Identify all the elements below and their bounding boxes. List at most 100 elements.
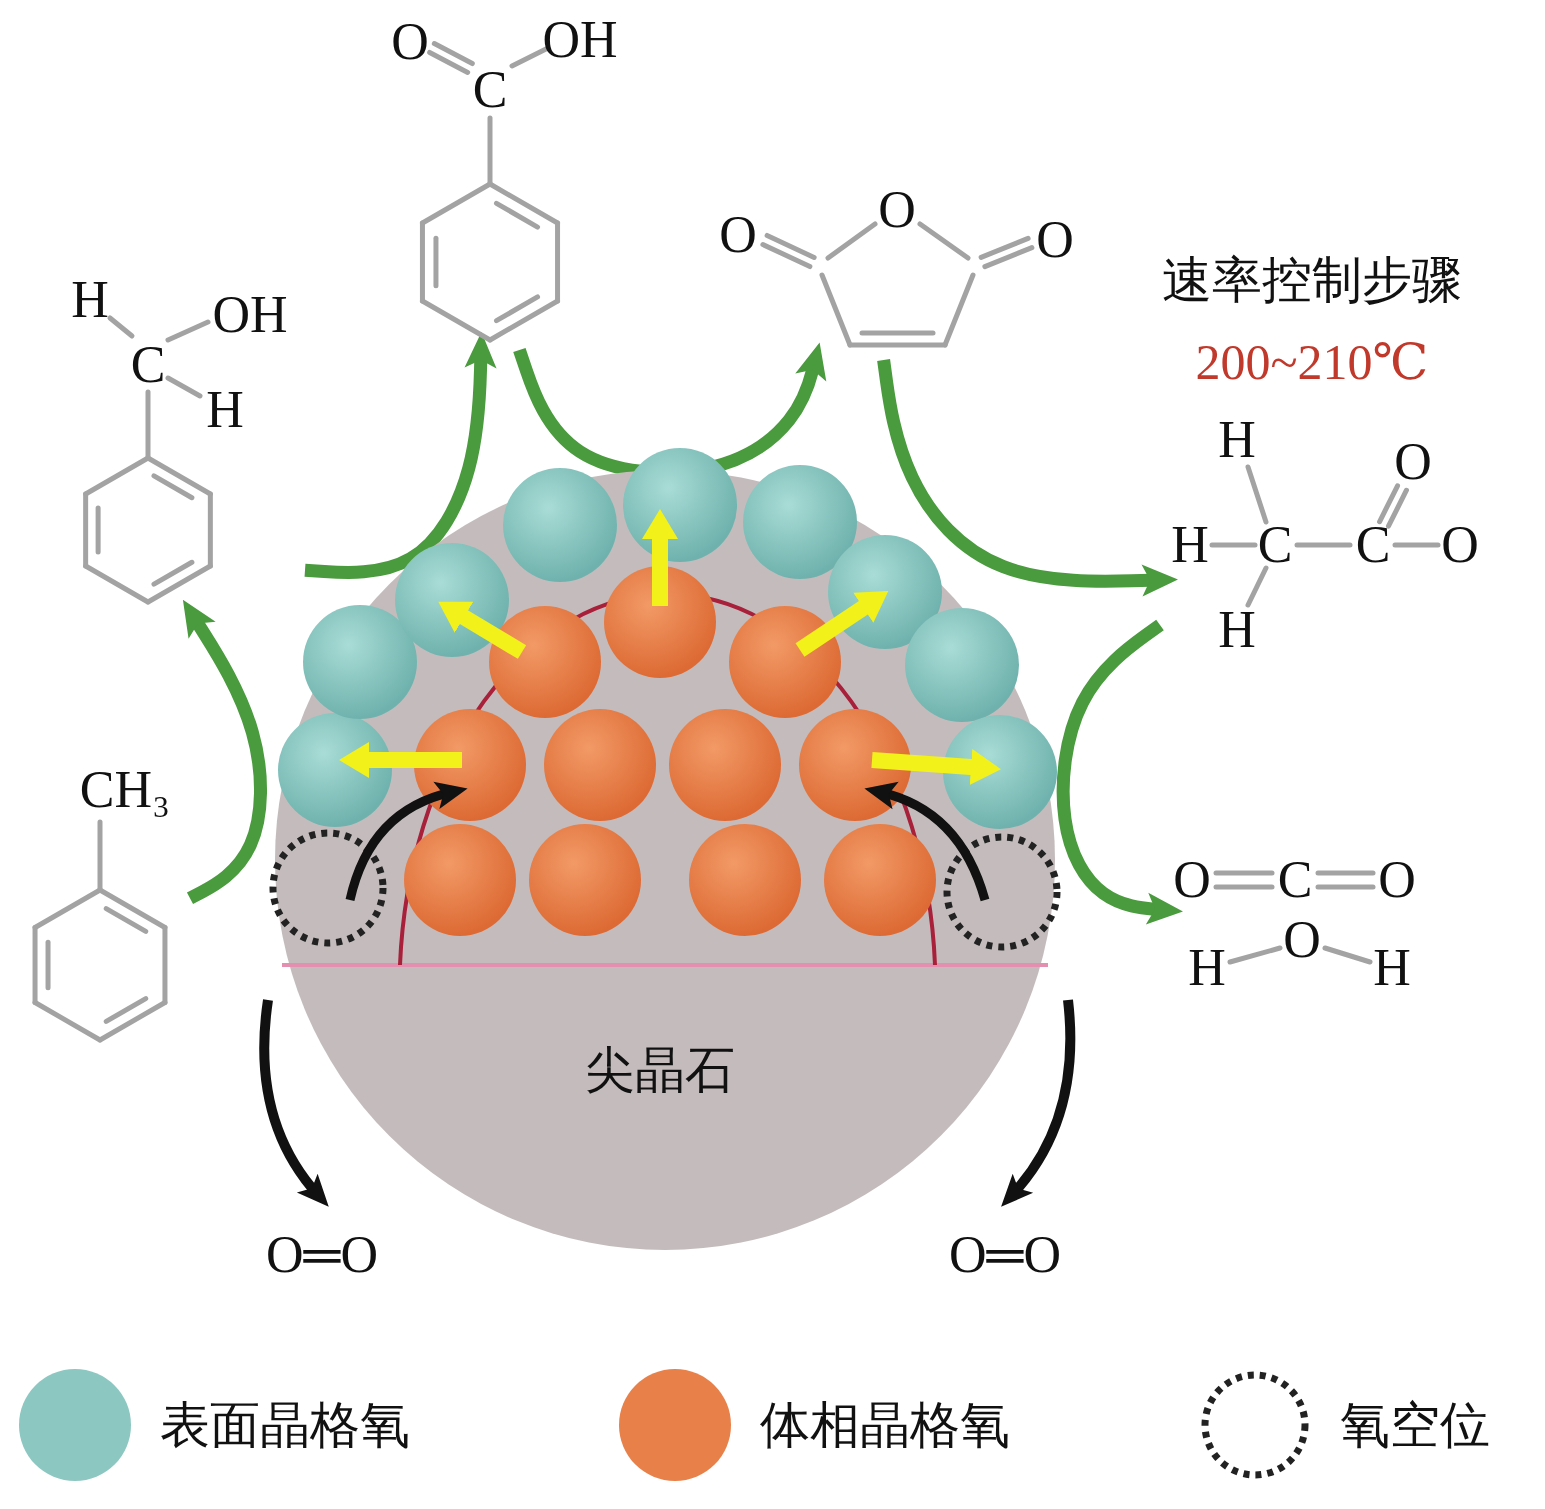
legend-text: 氧空位 — [1340, 1397, 1490, 1453]
atom-label: C — [1258, 516, 1293, 573]
text-holder: OH — [542, 14, 617, 66]
bond — [555, 223, 560, 301]
reaction-arrow — [884, 360, 1160, 581]
atom-label: H — [1373, 939, 1411, 996]
bond — [168, 322, 208, 340]
text-holder: O — [1394, 436, 1432, 488]
atom-label: H — [1188, 939, 1226, 996]
molecule: OOO — [705, 180, 1085, 360]
oxygen-molecule: O═O — [266, 1226, 378, 1283]
bond — [828, 224, 875, 258]
atom-label: C — [473, 61, 508, 118]
bond — [433, 238, 438, 285]
text-holder: OH — [212, 289, 287, 341]
label-holder: 200~210℃ — [1196, 337, 1429, 387]
bulk-oxygen — [689, 824, 801, 936]
bond — [496, 297, 537, 321]
bond — [945, 275, 973, 345]
atom-label: O — [1441, 516, 1479, 573]
label-holder: O═O — [266, 1229, 378, 1281]
spinel-particle — [275, 470, 1055, 1250]
bond — [763, 245, 810, 267]
bond — [862, 331, 933, 336]
text-holder: O — [1378, 854, 1416, 906]
text-holder: H — [1218, 414, 1256, 466]
bond — [208, 494, 213, 566]
atom-label: H — [1218, 601, 1256, 658]
annotation: 速率控制步骤 — [1162, 252, 1462, 308]
particle-label: 尖晶石 — [585, 1042, 735, 1098]
bond — [96, 508, 101, 552]
molecule: O OH C — [385, 5, 625, 350]
bond — [1318, 885, 1373, 890]
surface-oxygen — [278, 713, 392, 827]
oxygen-arrow — [264, 1000, 318, 1195]
text-holder: H — [1171, 519, 1209, 571]
migration-arrow — [800, 600, 875, 650]
bond — [850, 343, 945, 348]
molecule: HOHCH — [55, 270, 305, 615]
text-holder: O — [1173, 854, 1211, 906]
bond — [1216, 885, 1272, 890]
bond — [154, 562, 192, 584]
atom-label: O — [1173, 851, 1211, 908]
molecule: HOHCCOH — [1160, 410, 1490, 660]
bulk-oxygen — [529, 824, 641, 936]
surface-oxygen — [905, 608, 1019, 722]
atom-label: O — [1036, 211, 1074, 268]
text-holder: C — [1278, 854, 1313, 906]
spinel-illustration — [275, 470, 1055, 1250]
bond — [110, 318, 132, 336]
bond — [146, 392, 151, 458]
atom-label: OH — [212, 286, 287, 343]
molecule: CH₃ — [15, 755, 190, 1060]
text-holder: CH₃ — [80, 764, 170, 816]
label-holder: O═O — [949, 1229, 1061, 1281]
bond — [33, 928, 38, 1003]
surface-oxygen — [623, 448, 737, 562]
legend-holder: 体相晶格氧 — [760, 1400, 1010, 1450]
bond — [154, 476, 192, 498]
bond — [162, 928, 167, 1003]
bond — [35, 890, 100, 928]
legend-swatch — [10, 1360, 140, 1490]
bond — [106, 999, 145, 1022]
surface-oxygen — [503, 468, 617, 582]
bond — [98, 822, 103, 890]
bond — [35, 1003, 100, 1041]
bond — [1248, 568, 1266, 605]
bulk-oxygen — [729, 606, 841, 718]
bond — [1248, 467, 1266, 522]
legend-swatch — [610, 1360, 740, 1490]
migration-arrow — [355, 752, 462, 768]
bond — [767, 235, 814, 257]
bond — [1212, 543, 1255, 548]
atom-label: O — [878, 181, 916, 238]
atom-label: H — [71, 271, 109, 328]
label-holder: 速率控制步骤 — [1162, 255, 1462, 305]
oxygen-arrow — [1012, 1000, 1070, 1195]
atom-label: O — [1283, 911, 1321, 968]
text-holder: O — [719, 209, 757, 261]
bulk-oxygen — [544, 709, 656, 821]
annotation: 200~210℃ — [1196, 334, 1429, 390]
bond — [1318, 871, 1373, 876]
bulk-oxygen — [669, 709, 781, 821]
text-holder: H — [1188, 942, 1226, 994]
text-holder: C — [1258, 519, 1293, 571]
molecule: OCOOHH — [1165, 850, 1425, 1000]
text-holder: C — [1356, 519, 1391, 571]
atom-label: C — [1356, 516, 1391, 573]
text-holder: H — [206, 384, 244, 436]
text-holder: H — [1373, 942, 1411, 994]
legend-holder: 氧空位 — [1340, 1400, 1490, 1450]
text-holder: O — [391, 16, 429, 68]
legend-swatch — [1190, 1360, 1320, 1490]
bulk-oxygen — [404, 824, 516, 936]
bulk-oxygen — [824, 824, 936, 936]
text-holder: O — [1283, 914, 1321, 966]
bond — [106, 909, 145, 932]
bulk-oxygen — [489, 606, 601, 718]
bond — [86, 458, 148, 494]
atom-label: O — [719, 206, 757, 263]
